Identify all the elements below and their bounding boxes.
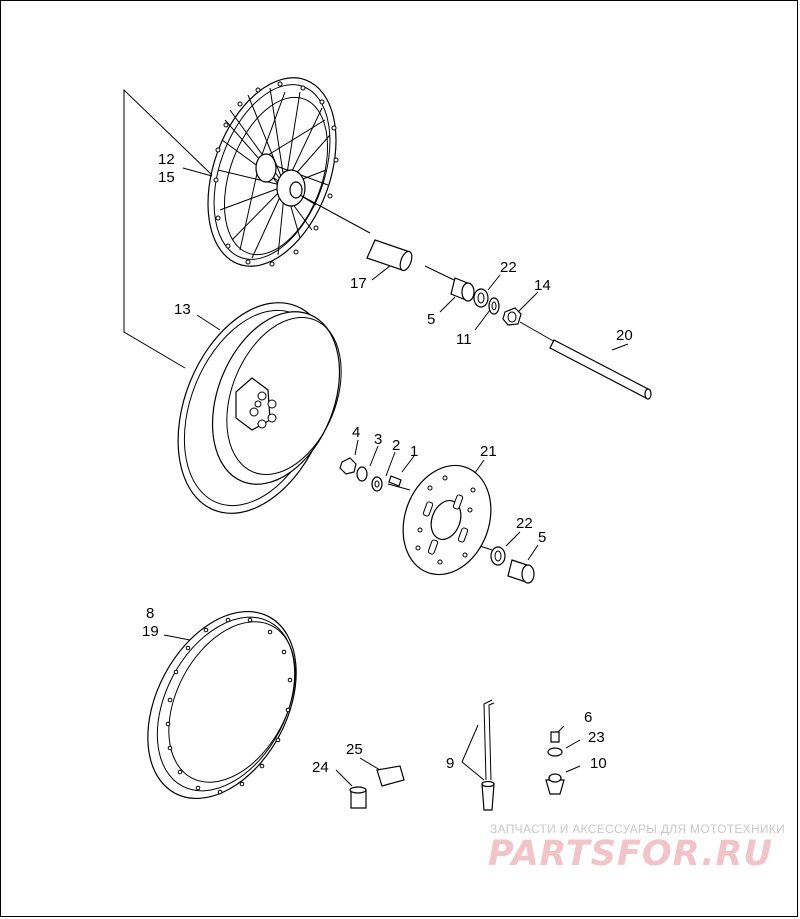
label-2: 2 <box>392 437 400 454</box>
label-23: 23 <box>588 729 605 746</box>
label-3: 3 <box>374 431 382 448</box>
label-25: 25 <box>346 741 363 758</box>
seal-upper <box>473 288 489 308</box>
label-21: 21 <box>480 443 497 460</box>
disc-wheel <box>177 302 342 514</box>
axle-nut <box>502 307 522 326</box>
label-4: 4 <box>352 424 360 441</box>
bearing-lower <box>490 546 535 584</box>
label-1: 1 <box>410 443 418 460</box>
label-13: 13 <box>174 301 191 318</box>
watermark-logo: PARTSFOR.RU <box>488 834 773 874</box>
label-14: 14 <box>534 277 551 294</box>
rim-strip <box>376 765 405 787</box>
rim <box>147 610 297 800</box>
label-12: 12 <box>158 151 175 168</box>
label-10: 10 <box>590 755 607 772</box>
spacer-tube <box>366 239 413 272</box>
label-6: 6 <box>584 709 592 726</box>
spoke <box>481 699 495 811</box>
spoke-insert <box>349 786 367 809</box>
group-bracket <box>123 88 213 369</box>
label-19: 19 <box>142 623 159 640</box>
axle <box>549 339 652 400</box>
label-5-upper: 5 <box>427 311 435 328</box>
valve-parts <box>545 731 565 795</box>
label-9: 9 <box>446 755 454 772</box>
bearing-upper <box>450 277 475 302</box>
washer-11 <box>488 297 500 315</box>
label-20: 20 <box>616 327 633 344</box>
label-5-lower: 5 <box>538 529 546 546</box>
label-22-upper: 22 <box>500 259 517 276</box>
label-8: 8 <box>146 605 154 622</box>
watermark-tagline: ЗАПЧАСТИ И АКСЕССУАРЫ ДЛЯ МОТОТЕХНИКИ <box>490 822 786 836</box>
label-11: 11 <box>456 331 472 348</box>
label-15: 15 <box>158 169 175 186</box>
label-22-lower: 22 <box>516 515 533 532</box>
spoked-wheel <box>207 77 339 267</box>
rotor-hardware <box>339 457 402 492</box>
label-24: 24 <box>312 759 329 776</box>
label-17: 17 <box>350 275 367 292</box>
callout-labels: 12 15 13 17 22 14 5 11 20 4 3 2 1 21 22 … <box>142 151 633 776</box>
brake-rotor <box>402 464 492 576</box>
